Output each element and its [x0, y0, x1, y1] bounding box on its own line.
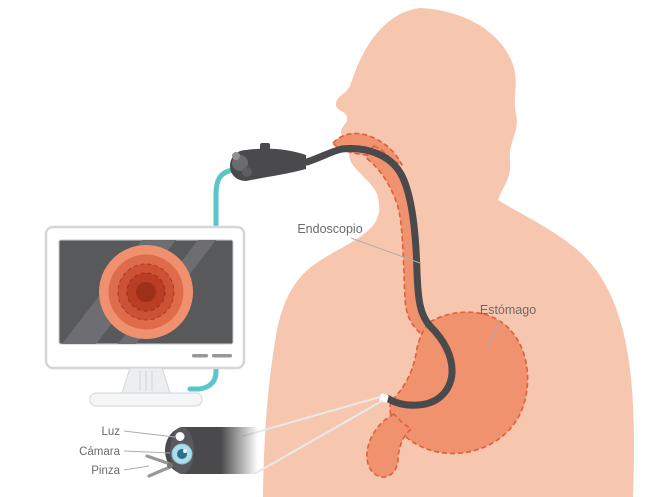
endoscope-handle: [230, 143, 306, 181]
monitor-stand-base: [89, 392, 203, 407]
handle-knob[interactable]: [242, 167, 252, 177]
magnification-line-upper: [242, 396, 381, 437]
monitor-button[interactable]: [212, 354, 232, 358]
camera-label: Cámara: [79, 446, 121, 458]
forceps-pivot: [167, 462, 173, 469]
monitor: [44, 225, 246, 407]
inset-labels: Luz Cámara Pinza: [79, 426, 176, 477]
endoscope-leader-line: [350, 237, 421, 264]
forceps-blade-upper: [145, 454, 172, 466]
endoscope-insertion-tube: [303, 144, 456, 409]
light-leader-line: [123, 430, 176, 438]
labels: Endoscopio Estómago: [297, 222, 536, 351]
handle-control-wheel-small[interactable]: [232, 152, 240, 160]
stand-texture: [139, 371, 153, 391]
stomach-leader-line: [486, 319, 501, 351]
light-label: Luz: [101, 426, 120, 438]
duodenum-shape: [366, 413, 412, 478]
forceps-leader-line: [123, 465, 150, 471]
camera-lens-highlight: [183, 449, 187, 453]
light-icon: [175, 432, 185, 441]
magnification-line-lower: [255, 400, 383, 474]
monitor-cable: [187, 167, 236, 392]
forceps-blade-lower: [147, 465, 172, 478]
stomach-label: Estómago: [480, 303, 536, 317]
endoscope-label: Endoscopio: [297, 222, 362, 236]
endoscopic-view: [99, 245, 193, 339]
forceps-label: Pinza: [91, 465, 120, 477]
monitor-button[interactable]: [192, 354, 208, 358]
patient-silhouette: [263, 8, 634, 497]
camera-leader-line: [123, 450, 171, 454]
endoscope-tip-inset: [145, 427, 258, 478]
stomach-shape: [389, 311, 529, 455]
